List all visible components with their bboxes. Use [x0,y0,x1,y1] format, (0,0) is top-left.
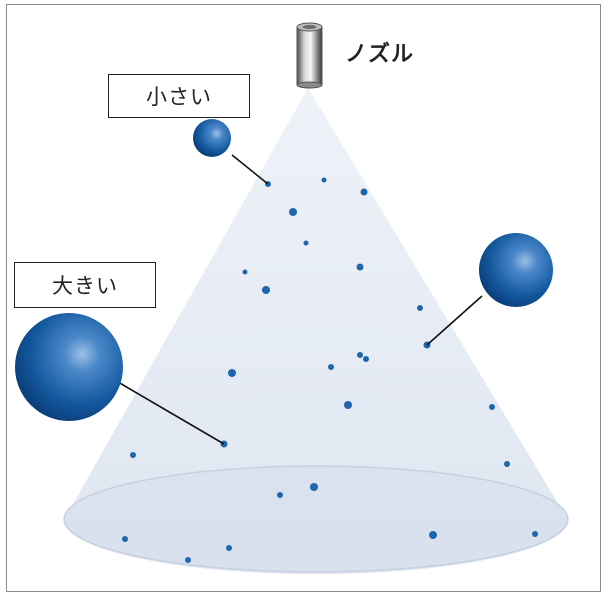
droplet [361,189,368,196]
droplet [532,531,538,537]
large-droplet-label: 大きい [14,262,156,308]
droplet [262,286,270,294]
large-droplet-sphere [15,313,123,421]
small-droplet-label: 小さい [108,74,250,118]
nozzle-icon [297,23,322,88]
droplet [489,404,495,410]
droplet [357,264,364,271]
droplet [185,557,191,563]
droplet [243,270,248,275]
droplet [228,369,236,377]
nozzle-label: ノズル [345,36,414,68]
droplet [344,401,352,409]
droplet [429,531,437,539]
droplet [328,364,334,370]
droplet [226,545,232,551]
droplet [289,208,297,216]
droplet [363,356,369,362]
small-droplet-sphere [193,119,231,157]
cone-base-ellipse [64,466,568,572]
droplet [122,536,128,542]
droplet [277,492,283,498]
droplet [130,452,136,458]
droplet [504,461,510,467]
droplet [417,305,423,311]
droplet [357,352,363,358]
droplet [322,178,327,183]
droplet [304,241,309,246]
medium-droplet-sphere [479,233,553,307]
droplet [310,483,318,491]
